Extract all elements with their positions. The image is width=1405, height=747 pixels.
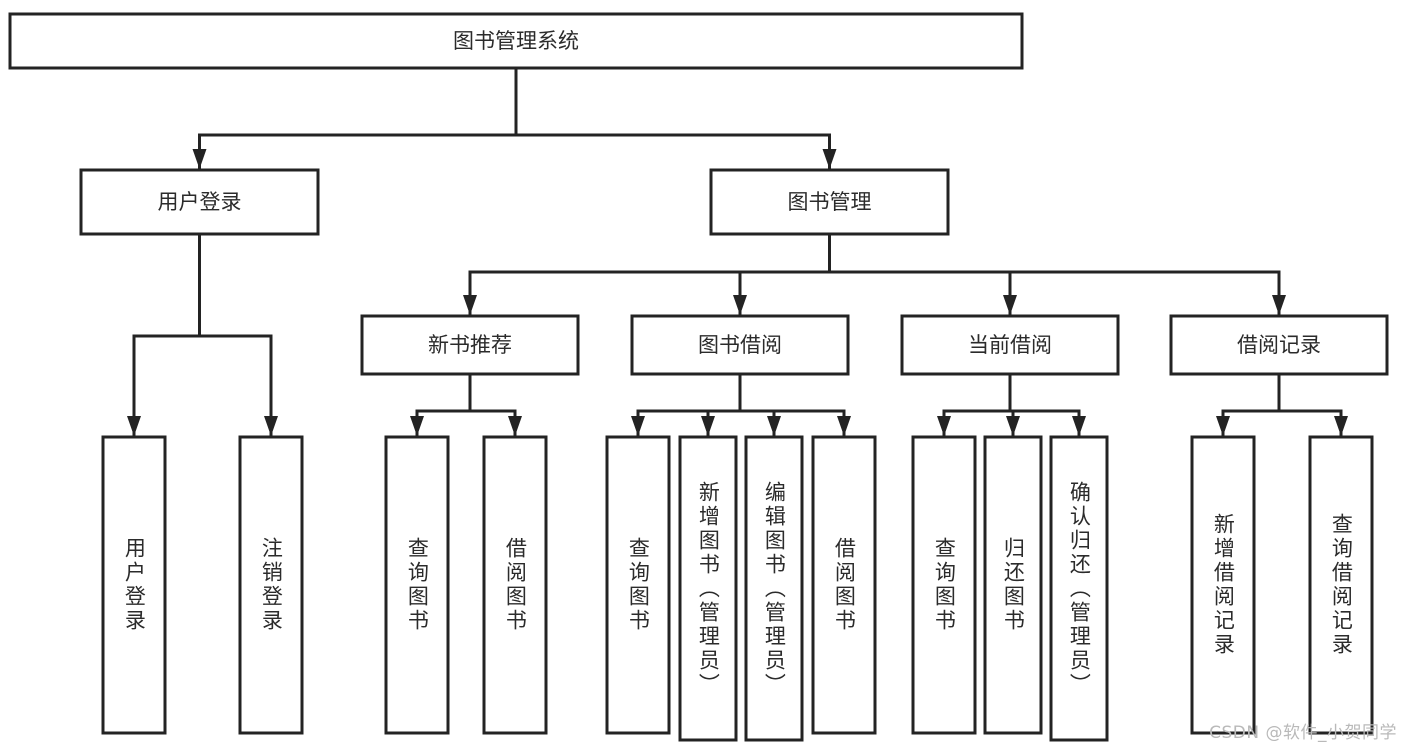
arrow-head-icon — [127, 416, 141, 436]
node-label-book-borrow: 图书借阅 — [698, 333, 782, 357]
node-label-current-borrow: 当前借阅 — [968, 333, 1052, 357]
arrow-head-icon — [1072, 416, 1086, 436]
node-label-user-login: 用户登录 — [158, 190, 242, 214]
node-box-new-book-recommend[interactable] — [360, 314, 580, 376]
node-label-borrow-records: 借阅记录 — [1237, 333, 1321, 357]
csdn-watermark: CSDN @软件_小贺同学 — [1209, 723, 1397, 743]
arrow-head-icon — [822, 149, 837, 169]
node-box-user-login[interactable] — [79, 168, 320, 236]
node-box-leaf-query-record[interactable] — [1308, 435, 1374, 735]
node-box-leaf-query-book-1[interactable] — [384, 435, 450, 735]
arrow-head-icon — [937, 416, 951, 436]
arrow-head-icon — [1216, 416, 1230, 436]
arrow-head-icon — [264, 416, 278, 436]
node-box-leaf-edit-book[interactable] — [744, 435, 804, 742]
node-boxes-group — [8, 12, 1389, 742]
arrow-head-icon — [767, 416, 781, 436]
node-box-leaf-query-book-2[interactable] — [605, 435, 671, 735]
node-box-leaf-borrow-book-1[interactable] — [482, 435, 548, 735]
arrow-head-icon — [508, 416, 522, 436]
arrow-head-icon — [1334, 416, 1348, 436]
arrow-head-icon — [733, 295, 747, 315]
node-label-root: 图书管理系统 — [453, 29, 579, 53]
node-box-leaf-user-login[interactable] — [101, 435, 167, 735]
node-box-leaf-borrow-book-2[interactable] — [811, 435, 877, 735]
connector-lines-group — [127, 66, 1348, 437]
node-box-book-borrow[interactable] — [630, 314, 850, 376]
arrow-head-icon — [463, 295, 477, 315]
node-box-leaf-add-book[interactable] — [678, 435, 738, 742]
node-box-book-management[interactable] — [709, 168, 950, 236]
node-box-current-borrow[interactable] — [900, 314, 1120, 376]
arrow-head-icon — [701, 416, 715, 436]
arrow-head-icon — [1006, 416, 1020, 436]
node-box-leaf-confirm-return[interactable] — [1049, 435, 1109, 742]
node-label-new-book-recommend: 新书推荐 — [428, 333, 512, 357]
node-label-book-management: 图书管理 — [788, 190, 872, 214]
node-box-borrow-records[interactable] — [1169, 314, 1389, 376]
arrow-head-icon — [837, 416, 851, 436]
arrow-head-icon — [631, 416, 645, 436]
arrow-head-icon — [1272, 295, 1286, 315]
arrow-head-icon — [1003, 295, 1017, 315]
node-box-leaf-logout[interactable] — [238, 435, 304, 735]
node-box-leaf-query-book-3[interactable] — [911, 435, 977, 735]
node-box-root[interactable] — [8, 12, 1024, 70]
arrow-head-icon — [410, 416, 424, 436]
node-box-leaf-return-book[interactable] — [983, 435, 1043, 735]
node-box-leaf-add-record[interactable] — [1190, 435, 1256, 735]
arrow-head-icon — [192, 149, 207, 169]
